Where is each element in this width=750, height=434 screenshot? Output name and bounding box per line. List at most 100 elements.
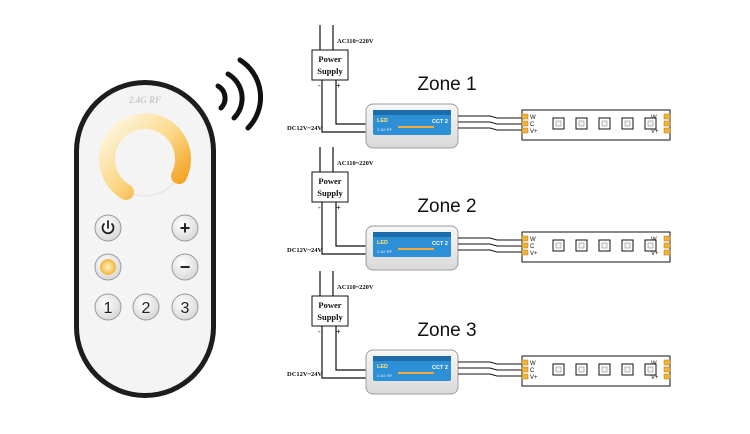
power-supply-label-line2: Supply xyxy=(317,66,343,76)
zone-3-button-label: 3 xyxy=(181,300,190,317)
remote-brand-label: 2.4G RF xyxy=(128,95,161,105)
strip-pin-label-left: W xyxy=(530,361,536,367)
led-chip-core xyxy=(624,120,631,127)
led-chip-core xyxy=(578,242,585,249)
minus-label: − xyxy=(180,257,191,277)
strip-pin-label-left: V+ xyxy=(530,251,538,257)
ac-voltage-label: AC110~220V xyxy=(337,160,374,167)
dc-wire-positive xyxy=(335,80,368,125)
led-chip-core xyxy=(555,242,562,249)
power-supply-label-line1: Power xyxy=(318,176,341,186)
power-supply-label-line2: Supply xyxy=(317,188,343,198)
ac-voltage-label: AC110~220V xyxy=(337,38,374,45)
strip-pad-right xyxy=(663,359,671,366)
strip-pad-left xyxy=(521,366,529,373)
dc-plus-label: + xyxy=(336,81,341,90)
zone-label: Zone 1 xyxy=(417,74,476,95)
led-chip-core xyxy=(624,366,631,373)
led-chip-core xyxy=(647,242,654,249)
strip-pad-right xyxy=(663,235,671,242)
controller-label-panel xyxy=(373,356,451,381)
zone-2-button[interactable]: 2 xyxy=(132,293,160,321)
controller-label-stripe xyxy=(373,356,451,361)
strip-pad-left xyxy=(521,359,529,366)
power-supply-box xyxy=(311,49,349,81)
minus-button[interactable]: − xyxy=(171,253,199,281)
led-chip-core xyxy=(601,242,608,249)
strip-pin-label-left: W xyxy=(530,115,536,121)
dc-wire-negative xyxy=(321,80,368,133)
strip-pad-left xyxy=(521,242,529,249)
strip-pin-label-left: C xyxy=(530,368,535,374)
strip-pin-label-left: V+ xyxy=(530,129,538,135)
controller-accent-bar xyxy=(398,248,434,250)
power-supply-box xyxy=(311,171,349,203)
led-chip-core xyxy=(624,242,631,249)
bulb-icon xyxy=(100,259,116,275)
controller-model: CCT 2 xyxy=(432,119,448,125)
dc-wire-positive xyxy=(335,202,368,247)
led-chip-core xyxy=(578,120,585,127)
led-chip-core xyxy=(647,366,654,373)
plus-button[interactable]: + xyxy=(171,214,199,242)
led-chip-core xyxy=(601,120,608,127)
output-wire-2 xyxy=(458,243,522,247)
strip-pin-label-left: C xyxy=(530,122,535,128)
controller-accent-bar xyxy=(398,372,434,374)
led-chip-core xyxy=(578,366,585,373)
color-temperature-ring[interactable] xyxy=(98,113,191,200)
power-supply-label-line2: Supply xyxy=(317,312,343,322)
zone-1-button[interactable]: 1 xyxy=(94,293,122,321)
power-icon xyxy=(101,220,115,235)
controller-accent-bar xyxy=(398,126,434,128)
strip-pad-right xyxy=(663,366,671,373)
strip-pin-label-right: V+ xyxy=(651,129,659,135)
output-wire-2 xyxy=(458,367,522,371)
strip-pad-left xyxy=(521,373,529,380)
dc-minus-label: - xyxy=(318,81,321,90)
led-chip-core xyxy=(555,366,562,373)
zone-3-button[interactable]: 3 xyxy=(171,293,199,321)
power-supply-label-line1: Power xyxy=(318,54,341,64)
controller-label-stripe xyxy=(373,232,451,237)
plus-label: + xyxy=(180,218,191,238)
strip-pad-left xyxy=(521,120,529,127)
dc-plus-label: + xyxy=(336,327,341,336)
controller-subtitle: 2.4G RF xyxy=(377,127,393,132)
dc-minus-label: - xyxy=(318,327,321,336)
remote-control: 2.4G RF + − 1 xyxy=(74,80,216,398)
dc-voltage-label: DC12V~24V xyxy=(287,247,322,254)
controller-label-panel xyxy=(373,110,451,135)
output-wire-3 xyxy=(458,249,522,253)
strip-pad-right xyxy=(663,113,671,120)
strip-pin-label-left: C xyxy=(530,244,535,250)
strip-pin-label-right: V+ xyxy=(651,375,659,381)
power-button[interactable] xyxy=(94,214,122,242)
strip-pin-label-left: W xyxy=(530,237,536,243)
controller-brand: LED xyxy=(377,240,388,246)
dc-wire-positive xyxy=(335,326,368,371)
zone-label: Zone 3 xyxy=(417,320,476,341)
strip-pad-right xyxy=(663,127,671,134)
brightness-button[interactable] xyxy=(94,253,122,281)
output-wire-2 xyxy=(458,121,522,125)
strip-pad-left xyxy=(521,127,529,134)
strip-pin-label-right: V+ xyxy=(651,251,659,257)
strip-pad-right xyxy=(663,373,671,380)
strip-pad-right xyxy=(663,249,671,256)
strip-pad-left xyxy=(521,113,529,120)
controller-subtitle: 2.4G RF xyxy=(377,373,393,378)
zone-label: Zone 2 xyxy=(417,196,476,217)
dc-voltage-label: DC12V~24V xyxy=(287,371,322,378)
dc-plus-label: + xyxy=(336,203,341,212)
led-chip-core xyxy=(555,120,562,127)
controller-model: CCT 2 xyxy=(432,241,448,247)
wifi-signal-icon xyxy=(215,57,263,131)
power-supply-label-line1: Power xyxy=(318,300,341,310)
zone-2-button-label: 2 xyxy=(142,300,151,317)
power-supply-box xyxy=(311,295,349,327)
strip-pad-right xyxy=(663,120,671,127)
